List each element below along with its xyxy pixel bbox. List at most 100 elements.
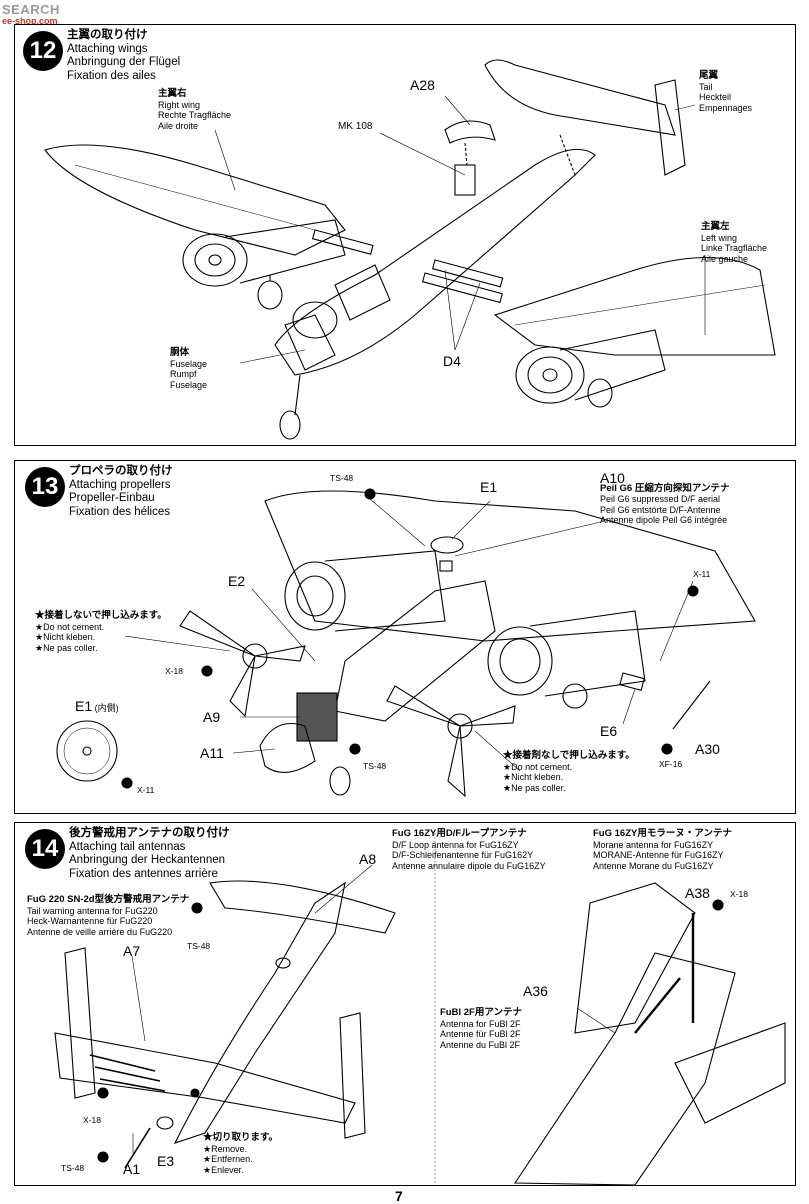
tail-en: Tail xyxy=(699,81,713,92)
left-wing-en: Left wing xyxy=(701,232,738,243)
fuselage-ja: 胴体 xyxy=(170,347,190,358)
fuselage-label: 胴体 Fuselage Rumpf Fuselage xyxy=(170,347,208,390)
fubl-label: FuBl 2F用アンテナ Antenna for FuBl 2F Antenne… xyxy=(440,1007,522,1050)
part-a7: A7 xyxy=(123,943,141,959)
no-cement-2-en: ★Do not cement. xyxy=(503,761,573,772)
fubl-ja: FuBl 2F用アンテナ xyxy=(440,1007,522,1018)
step-13-title-en: Attaching propellers xyxy=(69,478,171,491)
peil-g6-antenna-label: A10 Peil G6 圧縮方向探知アンテナ Peil G6 suppresse… xyxy=(600,470,730,526)
fubl-fr: Antenne du FuBl 2F xyxy=(440,1039,521,1050)
cut-note: ★切り取ります。 ★Remove. ★Entfernen. ★Enlever. xyxy=(203,1132,279,1175)
step-13-illustration xyxy=(56,488,756,798)
step-12-title-en: Attaching wings xyxy=(67,42,148,55)
no-cement-2-de: ★Nicht kleben. xyxy=(503,772,564,782)
part-ts48-b: TS-48 xyxy=(363,761,387,771)
right-wing-en: Right wing xyxy=(158,99,201,110)
step-14-title-en: Attaching tail antennas xyxy=(69,840,186,853)
right-wing-ja: 主翼右 xyxy=(158,88,187,99)
tail-de: Heckteil xyxy=(699,92,732,102)
cut-de: ★Entfernen. xyxy=(203,1154,253,1164)
step-13-title-fr: Fixation des hélices xyxy=(69,505,170,518)
cut-en: ★Remove. xyxy=(203,1143,248,1154)
part-x18: X-18 xyxy=(83,1115,101,1125)
step-12-panel: 12 主翼の取り付け Attaching wings Anbringung de… xyxy=(14,24,796,446)
left-wing-label: 主翼左 Left wing Linke Tragfläche Aile gauc… xyxy=(701,221,768,264)
fug16-morane-de: MORANE-Antenne für FuG16ZY xyxy=(593,850,724,860)
fug16-loop-en: D/F Loop antenna for FuG16ZY xyxy=(392,839,519,850)
peil-note-ja: Peil G6 圧縮方向探知アンテナ xyxy=(600,482,730,494)
step-14-title-fr: Fixation des antennes arrière xyxy=(69,867,218,880)
left-wing-de: Linke Tragfläche xyxy=(701,243,768,253)
part-a36: A36 xyxy=(523,983,548,999)
fug16-loop-ja: FuG 16ZY用D/Fループアンテナ xyxy=(392,828,527,839)
left-wing-ja: 主翼左 xyxy=(701,221,730,232)
fug16-loop-de: D/F-Schleifenantenne für FuG162Y xyxy=(392,850,534,860)
fubl-en: Antenna for FuBl 2F xyxy=(440,1018,521,1029)
peil-note-en: Peil G6 suppressed D/F aerial xyxy=(600,494,721,504)
part-e1-inner-note: (内側) xyxy=(94,703,119,713)
fug16-morane-ja: FuG 16ZY用モラーヌ・アンテナ xyxy=(593,828,732,839)
fuselage-de: Rumpf xyxy=(170,369,197,379)
cut-ja: ★切り取ります。 xyxy=(203,1132,279,1143)
part-a1: A1 xyxy=(123,1161,141,1177)
tail-fr: Empennages xyxy=(699,102,753,113)
step-12-illustration xyxy=(44,59,776,440)
fug16-morane-fr: Antenne Morane du FuG16ZY xyxy=(593,860,714,871)
right-wing-label: 主翼右 Right wing Rechte Tragfläche Aile dr… xyxy=(158,88,232,131)
fug16-loop-label: FuG 16ZY用D/Fループアンテナ D/F Loop antenna for… xyxy=(392,828,546,871)
step-12-title-de: Anbringung der Flügel xyxy=(67,56,181,68)
step-14-illustration xyxy=(54,833,786,1185)
no-cement-note-2: ★接着剤なしで押し込みます。 ★Do not cement. ★Nicht kl… xyxy=(503,750,635,793)
step-12-number: 12 xyxy=(23,31,63,71)
no-cement-note-1: ★接着しないで押し込みます。 ★Do not cement. ★Nicht kl… xyxy=(35,610,167,653)
step-14-title-de: Anbringung der Heckantennen xyxy=(69,854,226,866)
fug220-en: Tail warning antenna for FuG220 xyxy=(27,905,158,916)
step-12-title-ja: 主翼の取り付け xyxy=(67,29,148,41)
peil-note-fr: Antenne dipole Peil G6 intégrée xyxy=(600,515,728,525)
part-x11-b: X-11 xyxy=(137,785,155,795)
no-cement-1-en: ★Do not cement. xyxy=(35,621,105,632)
step-13-number: 13 xyxy=(25,467,65,507)
step-14-title: 後方警戒用アンテナの取り付け Attaching tail antennas A… xyxy=(69,827,230,881)
part-e1: E1 xyxy=(480,479,498,495)
fug220-fr: Antenne de veille arrière du FuG220 xyxy=(27,926,173,937)
no-cement-2-ja: ★接着剤なしで押し込みます。 xyxy=(503,750,635,761)
step-12-title-fr: Fixation des ailes xyxy=(67,69,156,82)
part-e6: E6 xyxy=(600,723,618,739)
right-wing-fr: Aile droite xyxy=(158,120,199,131)
tail-label: 尾翼 Tail Heckteil Empennages xyxy=(699,70,753,113)
watermark-brand: SEARCH xyxy=(2,2,60,17)
part-x11: X-11 xyxy=(693,569,711,579)
part-ts48: TS-48 xyxy=(330,473,354,483)
part-x18-b: X-18 xyxy=(730,889,748,899)
part-xf16: XF-16 xyxy=(659,759,683,769)
fug220-label: FuG 220 SN-2d型後方警戒用アンテナ Tail warning ant… xyxy=(27,894,190,937)
step-13-title-de: Propeller-Einbau xyxy=(69,492,155,504)
part-e1-inner-label: E1 xyxy=(75,698,93,714)
step-12-title: 主翼の取り付け Attaching wings Anbringung der F… xyxy=(67,29,180,83)
step-14-title-ja: 後方警戒用アンテナの取り付け xyxy=(69,827,230,839)
no-cement-1-ja: ★接着しないで押し込みます。 xyxy=(35,610,167,621)
left-wing-fr: Aile gauche xyxy=(701,253,749,264)
part-a30: A30 xyxy=(695,741,720,757)
part-ts48-b: TS-48 xyxy=(61,1163,85,1173)
part-a10: A10 xyxy=(600,470,625,486)
step-13-panel: 13 プロペラの取り付け Attaching propellers Propel… xyxy=(14,460,796,814)
right-wing-de: Rechte Tragfläche xyxy=(158,110,232,120)
watermark-site: ee-shop.com xyxy=(2,16,58,26)
fuselage-fr: Fuselage xyxy=(170,379,208,390)
step-13-title: プロペラの取り付け Attaching propellers Propeller… xyxy=(69,465,173,519)
part-a9: A9 xyxy=(203,709,221,725)
no-cement-2-fr: ★Ne pas coller. xyxy=(503,782,566,793)
part-e1-inner: E1 (内側) xyxy=(75,698,119,714)
step-14-panel: 14 後方警戒用アンテナの取り付け Attaching tail antenna… xyxy=(14,822,796,1186)
part-a28: A28 xyxy=(410,77,435,93)
part-a38: A38 xyxy=(685,885,710,901)
step-14-number: 14 xyxy=(25,829,65,869)
step-13-title-ja: プロペラの取り付け xyxy=(69,465,173,477)
no-cement-1-fr: ★Ne pas coller. xyxy=(35,642,98,653)
part-x18: X-18 xyxy=(165,666,183,676)
tail-ja: 尾翼 xyxy=(699,70,719,81)
fug220-ja: FuG 220 SN-2d型後方警戒用アンテナ xyxy=(27,894,190,905)
cut-fr: ★Enlever. xyxy=(203,1164,244,1175)
